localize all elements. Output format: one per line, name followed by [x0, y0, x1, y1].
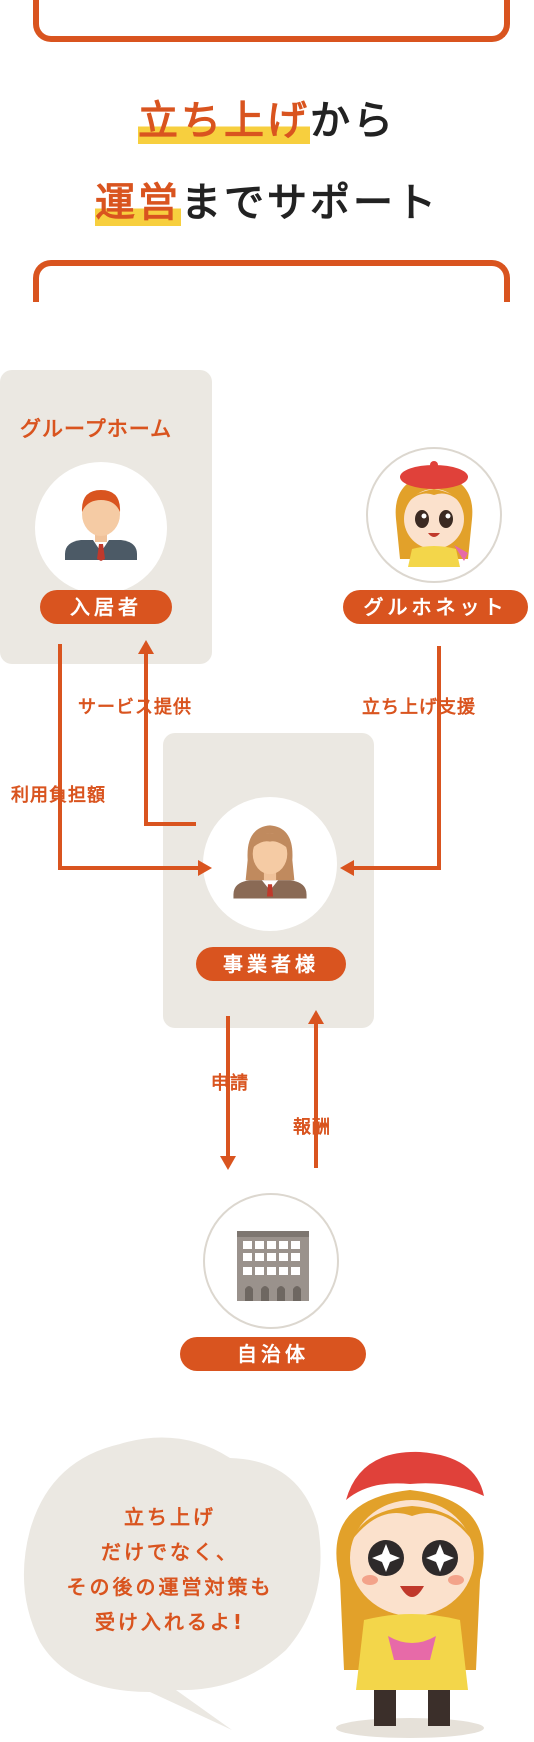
- bubble-line-4: 受け入れるよ!: [94, 1610, 246, 1634]
- reward-label: 報酬: [293, 1117, 331, 1138]
- building-icon: [237, 1231, 309, 1301]
- resident-label: 入居者: [40, 590, 172, 624]
- title-frame-bottom: [33, 260, 510, 302]
- title-line-2: 運営までサポート: [0, 170, 534, 228]
- application-label: 申請: [211, 1073, 249, 1094]
- municipality-label: 自治体: [180, 1337, 366, 1371]
- resident-avatar: [35, 462, 167, 594]
- fee-label: 利用負担額: [11, 785, 106, 806]
- group-home-title: グループホーム: [20, 417, 173, 441]
- gurunet-label: グルホネット: [343, 590, 528, 624]
- service-label: サービス提供: [78, 697, 192, 718]
- support-arrowhead: [340, 860, 354, 876]
- support-arrow-line: [352, 646, 441, 870]
- mascot-girl-large: [336, 1451, 484, 1738]
- support-label: 立ち上げ支援: [362, 697, 476, 718]
- bubble-text: 立ち上げ だけでなく、 その後の運営対策も 受け入れるよ!: [40, 1500, 300, 1640]
- male-person-icon: [65, 490, 137, 561]
- title-highlight-2: 運営: [95, 180, 181, 226]
- application-arrowhead: [220, 1156, 236, 1170]
- title-frame-top: [33, 0, 510, 42]
- title-line-1: 立ち上げから: [0, 88, 534, 146]
- service-arrow-line: [144, 652, 196, 826]
- bubble-line-1: 立ち上げ: [124, 1505, 216, 1529]
- bubble-line-3: その後の運営対策も: [66, 1575, 274, 1599]
- female-person-icon: [233, 825, 307, 899]
- bubble-line-2: だけでなく、: [101, 1540, 239, 1564]
- title-rest-1: から: [310, 98, 396, 144]
- business-label: 事業者様: [196, 947, 346, 981]
- title-highlight-1: 立ち上げ: [138, 98, 310, 144]
- service-arrowhead: [138, 640, 154, 654]
- business-avatar: [203, 797, 337, 931]
- municipality-avatar: [203, 1193, 339, 1329]
- speech-bubble: [23, 1437, 321, 1730]
- mascot-girl-icon: [395, 461, 473, 567]
- reward-arrowhead: [308, 1010, 324, 1024]
- fee-arrowhead: [198, 860, 212, 876]
- fee-arrow-line: [58, 644, 200, 870]
- gurunet-avatar: [366, 447, 502, 583]
- title-rest-2: までサポート: [181, 180, 439, 226]
